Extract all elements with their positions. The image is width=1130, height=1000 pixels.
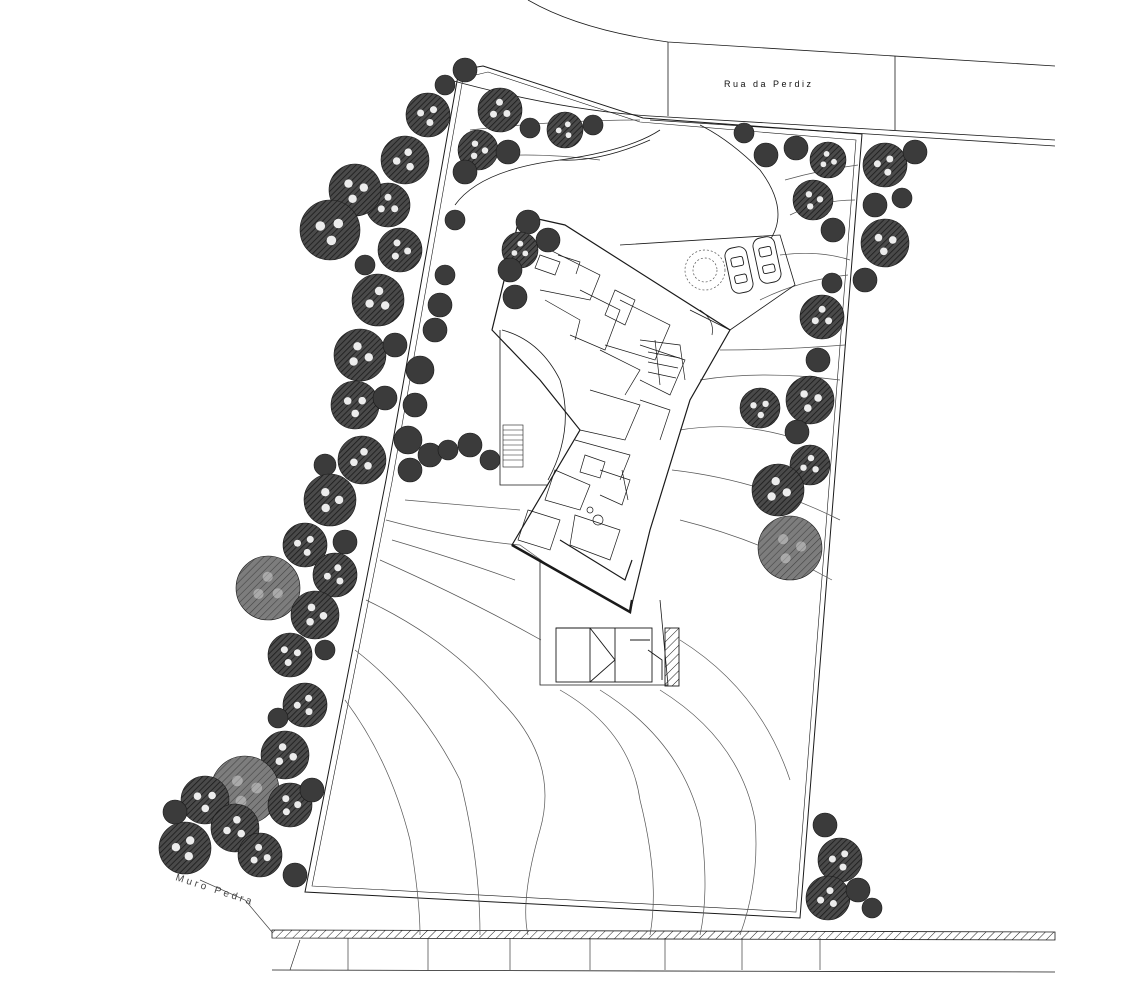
tree-canopy-icon [282, 522, 328, 568]
tree-canopy-icon [337, 435, 387, 485]
tree-canopy-icon [405, 92, 451, 138]
tree-canopy-icon [282, 862, 308, 888]
tree-canopy-icon [397, 457, 423, 483]
tree-canopy-icon [354, 254, 376, 276]
tree-canopy-icon [805, 875, 851, 921]
tree-canopy-icon [860, 218, 910, 268]
tree-canopy-icon [260, 730, 310, 780]
tree-canopy-icon [809, 141, 847, 179]
tree-canopy-icon [333, 328, 387, 382]
tree-outline-icon [684, 249, 726, 291]
tree-canopy-icon [862, 142, 908, 188]
tree-canopy-icon [751, 463, 805, 517]
tree-canopy-icon [452, 57, 478, 83]
wall-label: Muro Pedra [174, 872, 256, 908]
tree-canopy-icon [267, 632, 313, 678]
tree-canopy-icon [282, 682, 328, 728]
tree-canopy-icon [902, 139, 928, 165]
tree-canopy-icon [733, 122, 755, 144]
tree-canopy-icon [382, 332, 408, 358]
tree-canopy-icon [812, 812, 838, 838]
tree-canopy-icon [372, 385, 398, 411]
tree-canopy-icon [861, 897, 883, 919]
tree-canopy-icon [792, 179, 834, 221]
car-icon [724, 246, 754, 294]
tree-canopy-icon [377, 227, 423, 273]
tree-canopy-icon [444, 209, 466, 231]
driveway-and-paths [454, 124, 796, 686]
tree-canopy-icon [535, 227, 561, 253]
tree-canopy-icon [299, 199, 361, 261]
tree-canopy-icon [479, 449, 501, 471]
tree-canopy-icon [805, 347, 831, 373]
tree-canopy-icon [452, 159, 478, 185]
tree-canopy-icon [434, 264, 456, 286]
tree-canopy-icon [427, 292, 453, 318]
trees-layer [158, 57, 928, 921]
tree-canopy-icon [502, 284, 528, 310]
tree-canopy-icon [290, 590, 340, 640]
tree-canopy-icon [515, 209, 541, 235]
tree-canopy-icon [519, 117, 541, 139]
tree-canopy-icon [158, 821, 212, 875]
tree-canopy-icon [303, 473, 357, 527]
house-interior-walls [517, 239, 713, 561]
tree-canopy-icon [799, 294, 845, 340]
tree-canopy-icon [785, 375, 835, 425]
pool [555, 627, 680, 687]
street-rua-da-perdiz: Rua da Perdiz [449, 0, 1056, 147]
tree-canopy-icon [546, 111, 584, 149]
car-icon [752, 236, 782, 284]
tree-canopy-icon [753, 142, 779, 168]
tree-canopy-icon [434, 74, 456, 96]
tree-canopy-icon [314, 639, 336, 661]
tree-canopy-icon [495, 139, 521, 165]
tree-canopy-icon [784, 419, 810, 445]
tree-canopy-icon [457, 129, 499, 171]
tree-canopy-icon [852, 267, 878, 293]
tree-canopy-icon [783, 135, 809, 161]
tree-canopy-icon [351, 273, 405, 327]
tree-canopy-icon [332, 529, 358, 555]
tree-canopy-icon [757, 515, 823, 581]
street-label: Rua da Perdiz [724, 79, 814, 89]
tree-canopy-icon [235, 555, 301, 621]
tree-canopy-icon [380, 135, 430, 185]
tree-canopy-icon [299, 777, 325, 803]
tree-canopy-icon [845, 877, 871, 903]
tree-canopy-icon [820, 217, 846, 243]
tree-canopy-icon [862, 192, 888, 218]
tree-canopy-icon [497, 257, 523, 283]
tree-canopy-icon [313, 453, 337, 477]
house-footprint [491, 214, 731, 614]
tree-canopy-icon [582, 114, 604, 136]
tree-canopy-icon [817, 837, 863, 883]
tree-canopy-icon [821, 272, 843, 294]
tree-canopy-icon [402, 392, 428, 418]
side-stairs [502, 424, 524, 468]
tree-canopy-icon [789, 444, 831, 486]
tree-canopy-icon [477, 87, 523, 133]
tree-canopy-icon [330, 380, 380, 430]
tree-canopy-icon [437, 439, 459, 461]
tree-canopy-icon [891, 187, 913, 209]
tree-canopy-icon [312, 552, 358, 598]
tree-canopy-icon [457, 432, 483, 458]
plot-boundary [304, 65, 863, 919]
tree-canopy-icon [393, 425, 423, 455]
tree-canopy-icon [237, 832, 283, 878]
tree-canopy-icon [162, 799, 188, 825]
tree-canopy-icon [267, 707, 289, 729]
tree-canopy-icon [422, 317, 448, 343]
tree-canopy-icon [405, 355, 435, 385]
tree-canopy-icon [739, 387, 781, 429]
